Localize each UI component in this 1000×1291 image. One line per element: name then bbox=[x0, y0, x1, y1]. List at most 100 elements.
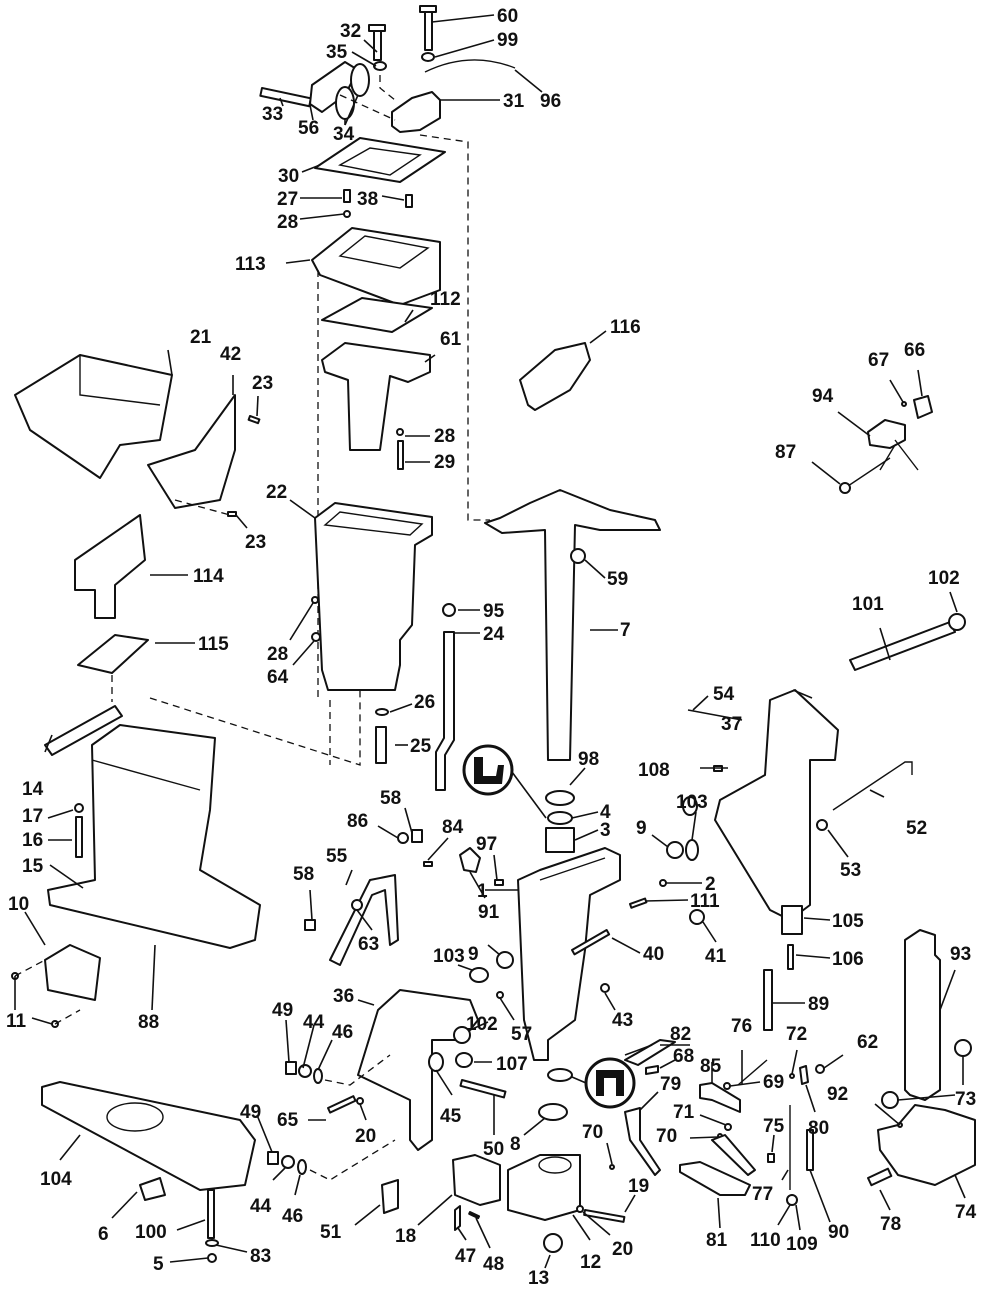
part-washer-46a bbox=[313, 1068, 323, 1084]
callout-114: 114 bbox=[193, 566, 224, 587]
part-bushing-9b bbox=[496, 951, 514, 969]
part-cover-116 bbox=[519, 342, 591, 411]
part-bolt-50 bbox=[459, 1079, 507, 1099]
lubricant-symbol-b bbox=[584, 1057, 636, 1109]
part-bushing-73a bbox=[954, 1039, 972, 1057]
part-knob-66 bbox=[913, 395, 933, 419]
part-housing-22 bbox=[314, 502, 433, 691]
part-stud-100 bbox=[207, 1189, 215, 1239]
callout-75: 75 bbox=[763, 1116, 785, 1137]
callout-78: 78 bbox=[880, 1214, 901, 1235]
part-washer-83 bbox=[205, 1239, 219, 1247]
part-cable-96 bbox=[424, 59, 516, 73]
callout-3: 3 bbox=[600, 820, 611, 841]
part-gasket-112 bbox=[321, 297, 433, 333]
callout-59: 59 bbox=[607, 569, 628, 590]
callout-61: 61 bbox=[440, 329, 462, 350]
part-bolt-68 bbox=[645, 1065, 659, 1075]
part-screw-23b bbox=[227, 511, 237, 517]
callout-94: 94 bbox=[812, 386, 834, 407]
callout-44-low: 44 bbox=[250, 1196, 272, 1217]
lubricant-symbol-a bbox=[462, 744, 514, 796]
callout-98: 98 bbox=[578, 749, 599, 770]
part-washer-69 bbox=[723, 1082, 731, 1090]
part-bushing-8 bbox=[538, 1103, 568, 1121]
callout-87: 87 bbox=[775, 442, 796, 463]
part-washer-45 bbox=[428, 1052, 444, 1072]
part-bolt-19 bbox=[583, 1208, 626, 1223]
part-spring-91 bbox=[459, 847, 481, 873]
callout-101: 101 bbox=[852, 594, 884, 615]
callout-57: 57 bbox=[511, 1024, 532, 1045]
callout-108: 108 bbox=[638, 760, 670, 781]
part-bushing-41 bbox=[689, 909, 705, 925]
part-seal-4 bbox=[547, 811, 573, 825]
part-washer-98 bbox=[545, 790, 575, 806]
part-housing-104 bbox=[41, 1081, 256, 1191]
part-washer-99 bbox=[421, 52, 435, 62]
callout-26: 26 bbox=[414, 692, 435, 713]
callout-43: 43 bbox=[612, 1010, 633, 1031]
callout-13: 13 bbox=[528, 1268, 549, 1289]
part-nut-44b bbox=[281, 1155, 295, 1169]
part-washer-34b bbox=[335, 86, 355, 120]
part-rod-52 bbox=[832, 761, 913, 811]
part-bolt-65 bbox=[327, 1095, 357, 1114]
part-link-70c bbox=[711, 1134, 756, 1176]
part-plate-115 bbox=[77, 634, 149, 674]
callout-22: 22 bbox=[266, 482, 287, 503]
part-pin-38 bbox=[405, 194, 413, 208]
callout-5: 5 bbox=[153, 1254, 164, 1275]
callout-33: 33 bbox=[262, 104, 283, 125]
callout-20-mid: 20 bbox=[612, 1239, 633, 1260]
callout-58-top: 58 bbox=[380, 788, 401, 809]
callout-31: 31 bbox=[503, 91, 525, 112]
callout-100: 100 bbox=[135, 1222, 167, 1243]
callout-1: 1 bbox=[477, 881, 488, 902]
callout-72: 72 bbox=[786, 1024, 807, 1045]
callout-29: 29 bbox=[434, 452, 455, 473]
callout-28-top: 28 bbox=[277, 212, 298, 233]
part-screw-27 bbox=[343, 189, 351, 203]
part-block-105 bbox=[781, 905, 803, 935]
part-nut-59 bbox=[570, 548, 586, 564]
callout-113: 113 bbox=[235, 254, 266, 275]
part-bolt-58b bbox=[411, 829, 423, 843]
callout-105: 105 bbox=[832, 911, 864, 932]
callout-79: 79 bbox=[660, 1074, 681, 1095]
callout-74: 74 bbox=[955, 1202, 977, 1223]
callout-95: 95 bbox=[483, 601, 505, 622]
callout-107: 107 bbox=[496, 1054, 528, 1075]
callout-89: 89 bbox=[808, 994, 829, 1015]
callout-83: 83 bbox=[250, 1246, 271, 1267]
callout-97: 97 bbox=[476, 834, 497, 855]
callout-81: 81 bbox=[706, 1230, 728, 1251]
part-clip-43 bbox=[600, 983, 610, 993]
callout-35: 35 bbox=[326, 42, 348, 63]
part-nut-110 bbox=[786, 1194, 798, 1206]
part-bracket-55 bbox=[329, 874, 399, 966]
part-bolt-58a bbox=[304, 919, 316, 931]
callout-64: 64 bbox=[267, 667, 289, 688]
callout-112: 112 bbox=[430, 289, 461, 310]
part-adapter-113 bbox=[311, 227, 441, 306]
callout-109: 109 bbox=[786, 1234, 818, 1255]
callout-68: 68 bbox=[673, 1046, 694, 1067]
callout-60: 60 bbox=[497, 6, 518, 27]
callout-40: 40 bbox=[643, 944, 664, 965]
part-steering-arm-7 bbox=[484, 489, 661, 761]
part-pin-84 bbox=[423, 861, 433, 867]
callout-28-low: 28 bbox=[267, 644, 288, 665]
callout-73: 73 bbox=[955, 1089, 976, 1110]
callout-47: 47 bbox=[455, 1246, 476, 1267]
part-screw-75 bbox=[767, 1153, 775, 1163]
callout-104: 104 bbox=[40, 1169, 72, 1190]
part-seal-ring bbox=[547, 1068, 573, 1082]
callout-48: 48 bbox=[483, 1254, 504, 1275]
leader-lines bbox=[14, 14, 966, 1269]
part-screw-23a bbox=[247, 415, 261, 425]
part-tube-101 bbox=[849, 621, 956, 671]
callout-70-left: 70 bbox=[582, 1122, 603, 1143]
part-pin-78 bbox=[866, 1167, 893, 1187]
